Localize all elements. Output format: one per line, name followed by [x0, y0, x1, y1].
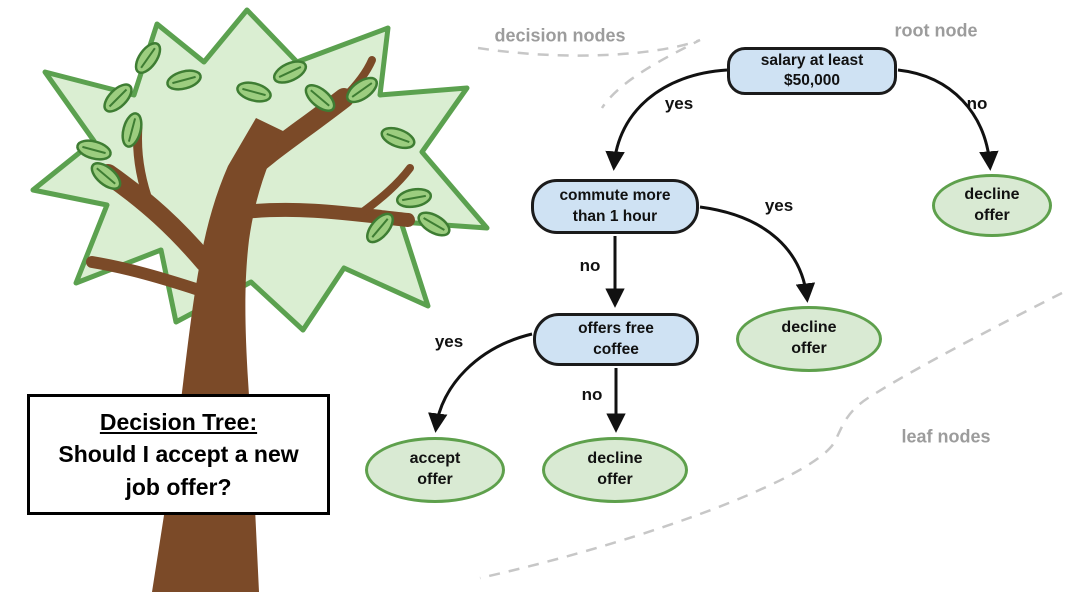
arrow-coffee-yes: [428, 332, 533, 433]
arrow-root-no: [897, 68, 999, 171]
node-accept: accept offer: [365, 437, 505, 503]
node-decline-top-line2: offer: [974, 206, 1010, 224]
node-decline-mid: decline offer: [736, 306, 882, 372]
leaf-region-dash: [479, 291, 1063, 580]
node-root: salary at least $50,000: [727, 47, 897, 95]
node-accept-line1: accept: [409, 450, 461, 468]
node-accept-line2: offer: [417, 471, 453, 488]
node-root-line1: salary at least: [760, 51, 864, 69]
edge-label-coffee-yes: yes: [434, 332, 464, 351]
edge-label-coffee-no: no: [581, 385, 603, 404]
arrow-root-yes: [605, 68, 728, 171]
annotation-leaf-nodes: leaf nodes: [901, 426, 991, 447]
node-commute-line1: commute more: [559, 187, 671, 205]
node-coffee-line1: offers free: [578, 320, 654, 338]
node-decline-bottom-line2: offer: [597, 471, 633, 488]
caption-line2: Should I accept a new: [58, 441, 299, 468]
edge-label-commute-yes: yes: [764, 196, 794, 215]
node-decline-mid-line2: offer: [791, 340, 827, 357]
node-commute: commute more than 1 hour: [531, 179, 699, 234]
node-coffee-line2: coffee: [593, 340, 639, 358]
node-decline-bottom: decline offer: [542, 437, 688, 503]
edge-label-root-yes: yes: [664, 94, 694, 113]
node-decline-mid-line1: decline: [781, 319, 837, 337]
caption-heading: Decision Tree:: [99, 409, 258, 436]
node-decline-bottom-line1: decline: [587, 450, 643, 468]
node-commute-line2: than 1 hour: [572, 207, 658, 225]
annotation-root-node: root node: [894, 20, 978, 41]
node-root-line2: $50,000: [783, 72, 841, 89]
edge-label-commute-no: no: [579, 256, 601, 275]
caption-box: Decision Tree: Should I accept a new job…: [27, 394, 330, 515]
decision-region-dash: [477, 38, 701, 109]
caption-line3: job offer?: [125, 473, 232, 500]
node-decline-top-line1: decline: [964, 185, 1020, 203]
region-boundaries: [477, 38, 1063, 580]
edge-arrows: [428, 68, 999, 433]
arrow-commute-yes: [699, 205, 816, 303]
annotation-decision-nodes: decision nodes: [494, 25, 626, 46]
edge-label-root-no: no: [966, 94, 988, 113]
node-decline-top: decline offer: [932, 174, 1052, 237]
tree-leaves: [76, 41, 451, 244]
node-coffee: offers free coffee: [533, 313, 699, 366]
